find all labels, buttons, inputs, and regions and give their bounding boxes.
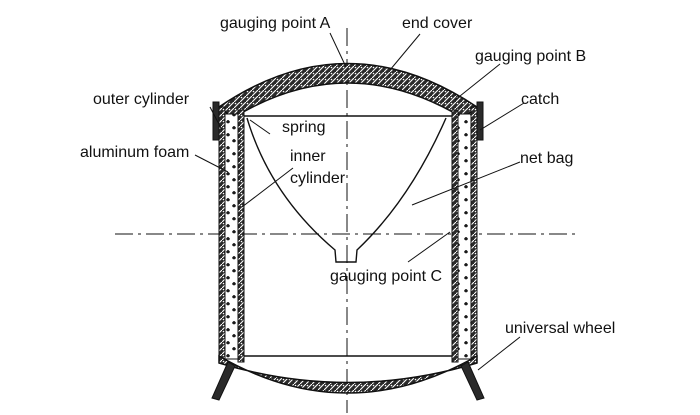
label-inner-line-1: inner	[290, 148, 326, 165]
end-cover-shape	[217, 62, 479, 119]
label-gauging-point-c: gauging point C	[330, 268, 442, 285]
label-net-bag: net bag	[520, 150, 573, 167]
catch-left	[212, 101, 220, 141]
label-spring: spring	[282, 119, 326, 136]
inner-cylinder-right-wall	[451, 109, 459, 363]
leader-inner-cylinder	[241, 167, 294, 208]
leader-net-bag	[411, 161, 521, 206]
label-end-cover: end cover	[402, 15, 473, 32]
catch-right	[476, 101, 484, 141]
leader-end-cover	[389, 33, 421, 71]
bottom-cover-shape	[218, 354, 478, 394]
label-catch: catch	[521, 91, 559, 108]
inner-cylinder-left-wall	[237, 109, 245, 363]
outer-cylinder-right-wall	[470, 106, 478, 363]
leader-spring	[249, 119, 271, 135]
aluminum-foam-right	[457, 113, 472, 360]
label-universal-wheel: universal wheel	[505, 320, 615, 337]
outer-cylinder-left-wall	[218, 106, 226, 363]
leader-catch	[479, 102, 525, 131]
leader-gauging-point-b	[454, 63, 501, 101]
leader-gauging-point-a	[329, 32, 347, 68]
label-inner-line-2: cylinder	[290, 170, 346, 187]
net-bag-shape	[246, 117, 447, 263]
label-gauging-point-b: gauging point B	[475, 48, 586, 65]
aluminum-foam-left	[224, 113, 239, 360]
leader-outer-cylinder	[209, 106, 223, 131]
universal-wheel-right	[460, 361, 485, 401]
leader-aluminum-foam	[194, 154, 229, 173]
label-aluminum-foam: aluminum foam	[80, 144, 189, 161]
leader-gauging-point-c	[407, 231, 451, 263]
label-outer-cylinder: outer cylinder	[93, 91, 190, 108]
leader-universal-wheel	[477, 336, 521, 371]
leader-lines	[194, 32, 525, 371]
universal-wheel-left	[211, 361, 236, 401]
label-gauging-point-a: gauging point A	[220, 15, 331, 32]
